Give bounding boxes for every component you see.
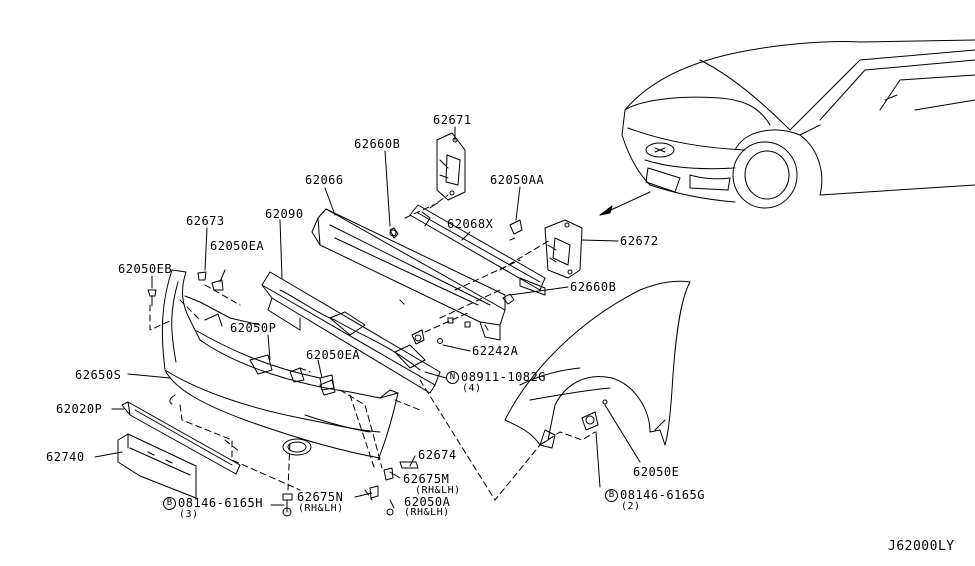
bracket-62672 bbox=[519, 219, 583, 296]
label-62673: 62673 bbox=[186, 214, 225, 228]
absorber-62068X bbox=[409, 204, 546, 291]
label-62675M-side: (RH&LH) bbox=[415, 485, 461, 496]
label-62650S: 62650S bbox=[75, 368, 122, 382]
bracket-62671 bbox=[436, 127, 466, 201]
label-62050A: 62050A bbox=[404, 495, 451, 509]
label-62068X: 62068X bbox=[447, 217, 494, 231]
leader-lines bbox=[94, 126, 641, 509]
label-62050EA-mid: 62050EA bbox=[306, 348, 361, 362]
label-62674: 62674 bbox=[418, 448, 457, 462]
label-62660B-top: 62660B bbox=[354, 137, 401, 151]
dashed-guides bbox=[149, 194, 596, 501]
label-62660B-mid: 62660B bbox=[570, 280, 617, 294]
label-62050A-side: (RH&LH) bbox=[404, 507, 450, 518]
arrow-head bbox=[599, 205, 613, 216]
label-62675M: 62675M bbox=[403, 472, 450, 486]
diagram-reference-code: J62000LY bbox=[888, 539, 955, 554]
label-62050EB: 62050EB bbox=[118, 262, 173, 276]
label-08146-6165H-qty: (3) bbox=[179, 509, 199, 520]
label-08146-6165G: 08146-6165G bbox=[620, 488, 705, 502]
vehicle-illustration bbox=[621, 39, 975, 209]
label-08911-qty: (4) bbox=[462, 383, 482, 394]
fasteners bbox=[147, 219, 523, 517]
label-62050P: 62050P bbox=[230, 321, 277, 335]
label-62050E: 62050E bbox=[633, 465, 680, 479]
bolt-symbol-B-left: B bbox=[163, 497, 176, 510]
fender bbox=[504, 280, 691, 449]
label-62675N: 62675N bbox=[297, 490, 344, 504]
label-62050EA-top: 62050EA bbox=[210, 239, 265, 253]
label-08146-6165G-qty: (2) bbox=[621, 501, 641, 512]
grille-62020P bbox=[121, 401, 241, 475]
label-08146-6165H: 08146-6165H bbox=[178, 496, 263, 510]
nut-symbol-N: N bbox=[446, 371, 459, 384]
label-62675N-side: (RH&LH) bbox=[298, 503, 344, 514]
label-62050AA: 62050AA bbox=[490, 173, 545, 187]
label-62740: 62740 bbox=[46, 450, 85, 464]
label-62242A: 62242A bbox=[472, 344, 519, 358]
label-08911-1082G: 08911-1082G bbox=[461, 370, 546, 384]
label-62020P: 62020P bbox=[56, 402, 103, 416]
bumper-fascia-62650S bbox=[161, 269, 399, 461]
label-62090: 62090 bbox=[265, 207, 304, 221]
label-62066: 62066 bbox=[305, 173, 344, 187]
label-62671: 62671 bbox=[433, 113, 472, 127]
license-bracket-62740 bbox=[117, 433, 197, 499]
label-62672: 62672 bbox=[620, 234, 659, 248]
reinforcement-62066 bbox=[311, 208, 506, 341]
absorber-62090 bbox=[261, 271, 441, 394]
bolt-symbol-B-right: B bbox=[605, 489, 618, 502]
